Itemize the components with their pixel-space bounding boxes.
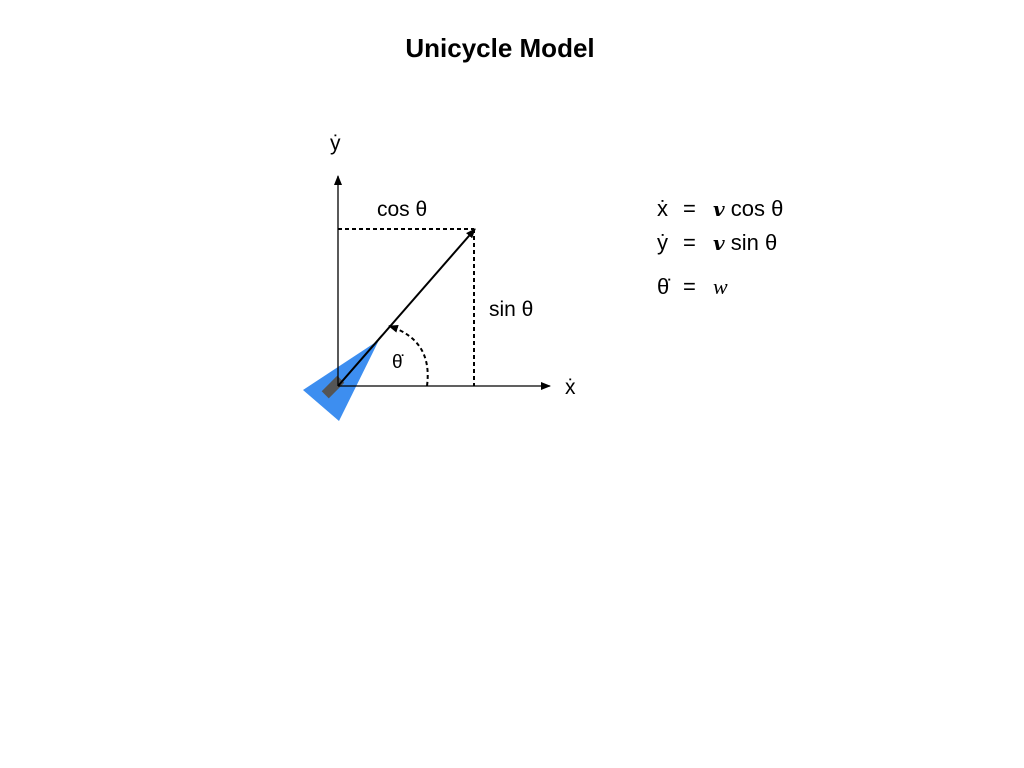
- sin-label: sin θ: [489, 298, 534, 321]
- angle-arc: [388, 324, 429, 387]
- equation-lhs: θ̇: [657, 274, 670, 299]
- equation-y: ẏ = v sin θ: [657, 232, 777, 254]
- angle-rate-label: θ̇: [392, 352, 403, 373]
- page-title: Unicycle Model: [405, 33, 595, 63]
- velocity-vector: [337, 228, 476, 387]
- equation-theta: θ̇ = w: [657, 276, 728, 298]
- equation-factor: v: [713, 231, 725, 255]
- equation-rhs: sin θ: [730, 230, 778, 255]
- cos-label: cos θ: [377, 198, 428, 221]
- equation-op: =: [683, 196, 696, 221]
- equation-rhs: w: [713, 274, 728, 299]
- equation-rhs: cos θ: [730, 196, 784, 221]
- equation-lhs: ẏ: [657, 230, 668, 255]
- equation-lhs: ẋ: [657, 196, 668, 221]
- y-axis-label: ẏ: [330, 132, 341, 155]
- equation-op: =: [683, 230, 696, 255]
- vehicle-wheel: [321, 375, 345, 399]
- x-axis-label: ẋ: [565, 376, 576, 399]
- equation-op: =: [683, 274, 696, 299]
- equation-factor: v: [713, 197, 725, 221]
- equation-x: ẋ = v cos θ: [657, 198, 783, 220]
